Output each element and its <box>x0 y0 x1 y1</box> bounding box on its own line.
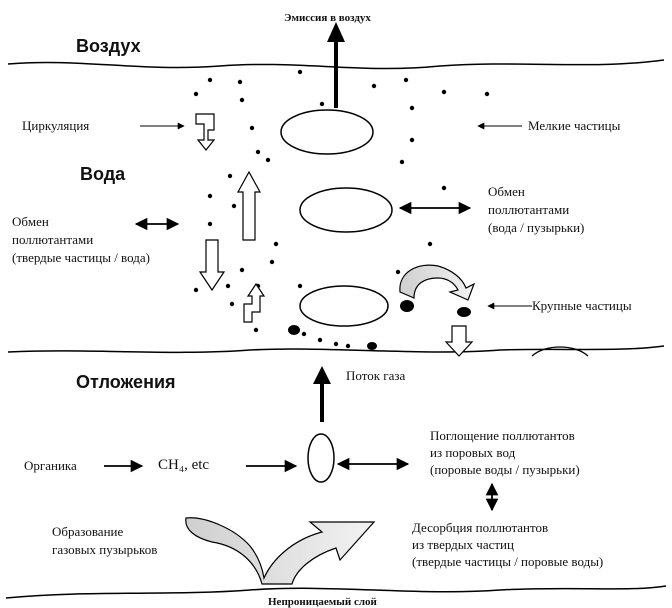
deposition-arrow <box>444 325 474 357</box>
circulation-arrow <box>195 113 216 151</box>
upward-flow-arrow <box>236 170 262 241</box>
absorption-line-1: Поглощение поллютантов <box>430 428 575 443</box>
large-particles <box>288 300 471 350</box>
gas-flow-arrowhead <box>313 366 331 384</box>
exchange-right-line-3: (вода / пузырьки) <box>488 220 585 235</box>
exchange-left-line-3: (твердые частицы / вода) <box>12 250 150 265</box>
bubble-bottom <box>299 285 389 327</box>
bubble-formation-arrow <box>185 517 376 585</box>
bubble-middle <box>299 187 393 233</box>
absorption-line-2: из поровых вод <box>430 445 516 460</box>
gas-flow-label: Поток газа <box>346 368 406 383</box>
small-particles-label: Мелкие частицы <box>528 118 621 133</box>
small-return-arrow <box>243 282 266 323</box>
exchange-left-line-1: Обмен <box>12 214 49 229</box>
desorption-line-1: Десорбция поллютантов <box>412 520 549 535</box>
bubble-formation-line-2: газовых пузырьков <box>52 542 158 557</box>
desorption-line-3: (твердые частицы / поровые воды) <box>412 554 604 569</box>
emission-arrowhead <box>327 22 345 42</box>
absorption-line-3: (поровые воды / пузырьки) <box>430 462 580 477</box>
exchange-right-line-2: поллютантами <box>488 202 570 217</box>
ch4-label: CH₄, etc <box>158 457 210 473</box>
desorption-line-2: из твердых частиц <box>412 537 514 552</box>
exchange-left-line-2: поллютантами <box>12 232 94 247</box>
sediments-section-title: Отложения <box>76 372 176 392</box>
sediment-mound <box>531 346 589 357</box>
impermeable-boundary <box>5 585 667 599</box>
downward-flow-arrow <box>198 239 226 292</box>
air-section-title: Воздух <box>76 36 141 56</box>
bubble-top <box>280 109 374 155</box>
emission-label: Эмиссия в воздух <box>284 12 371 24</box>
water-section-title: Вода <box>80 164 126 184</box>
exchange-right-line-1: Обмен <box>488 184 525 199</box>
settling-curved-arrow <box>399 264 476 301</box>
bubble-formation-line-1: Образование <box>52 524 124 539</box>
sediment-bubble <box>307 433 335 483</box>
large-particles-label: Крупные частицы <box>532 298 632 313</box>
circulation-label: Циркуляция <box>22 118 90 133</box>
impermeable-layer-label: Непроницаемый слой <box>268 596 377 608</box>
organics-label: Органика <box>24 458 77 473</box>
